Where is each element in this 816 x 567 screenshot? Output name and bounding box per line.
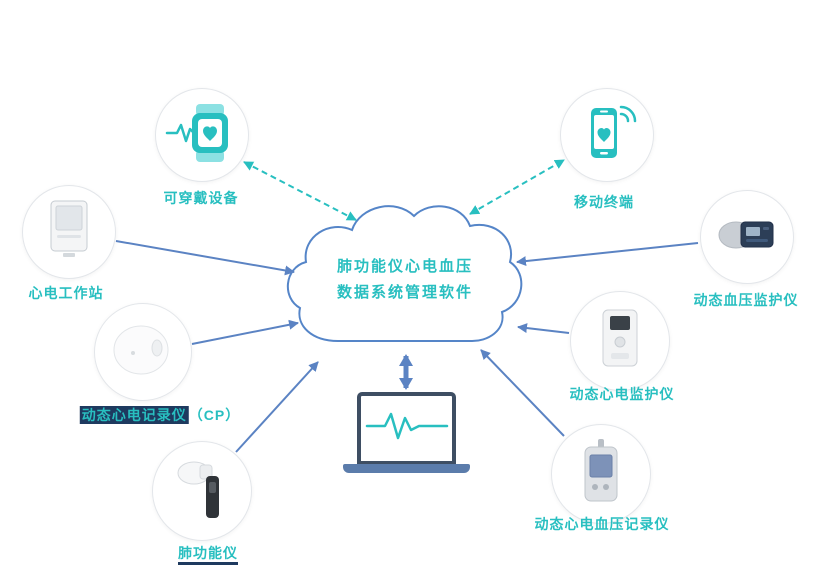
cloud-title: 肺功能仪心电血压 数据系统管理软件 [305, 254, 505, 306]
ecg-workstation-image [43, 199, 95, 266]
label-wearable: 可穿戴设备 [163, 190, 239, 206]
connector-holter-cp-cloud [191, 319, 299, 345]
node-ecg-bp-recorder [551, 424, 651, 524]
label-ecg-bp-recorder: 动态心电血压记录仪 [534, 516, 670, 532]
connector-mobile-cloud [469, 159, 565, 215]
spirometer-image [172, 456, 232, 527]
laptop-ecg-icon [363, 396, 451, 461]
cloud-title-line2: 数据系统管理软件 [336, 284, 473, 301]
node-ecg-workstation [22, 185, 116, 279]
holter-recorder-image [111, 322, 175, 383]
node-holter-monitor [570, 291, 670, 391]
ecg-bp-recorder-image [578, 438, 624, 510]
node-holter-recorder-cp [94, 303, 192, 401]
connector-spirometer-cloud [235, 361, 319, 453]
smartphone-icon [575, 98, 639, 173]
label-spirometer: 肺功能仪 [178, 543, 238, 565]
label-abp-monitor: 动态血压监护仪 [693, 292, 799, 308]
connector-ecgbp-cloud [480, 349, 565, 437]
label-ecg-workstation: 心电工作站 [28, 285, 104, 301]
cloud-shape [286, 205, 523, 343]
laptop-screen [357, 392, 456, 465]
smartwatch-icon [165, 101, 239, 170]
label-mobile: 移动终端 [574, 194, 634, 210]
node-wearable [155, 88, 249, 182]
connector-workstation-cloud [115, 240, 295, 276]
holter-monitor-image [597, 308, 643, 375]
label-holter-monitor: 动态心电监护仪 [569, 386, 675, 402]
connector-abp-cloud [516, 242, 699, 267]
laptop-base [343, 464, 470, 473]
connector-holter-monitor-cloud [517, 323, 570, 334]
abp-monitor-image [715, 210, 779, 265]
label-holter-recorder-cp-highlighted: 动态心电记录仪 [79, 406, 189, 424]
node-spirometer [152, 441, 252, 541]
node-mobile [560, 88, 654, 182]
cloud-title-line1: 肺功能仪心电血压 [336, 258, 473, 275]
label-holter-recorder-cp: 动态心电记录仪（CP） [79, 405, 241, 425]
label-holter-recorder-cp-suffix: （CP） [188, 407, 241, 423]
connector-wearable-cloud [243, 161, 357, 221]
label-spirometer-text: 肺功能仪 [178, 545, 238, 565]
node-abp-monitor [700, 190, 794, 284]
